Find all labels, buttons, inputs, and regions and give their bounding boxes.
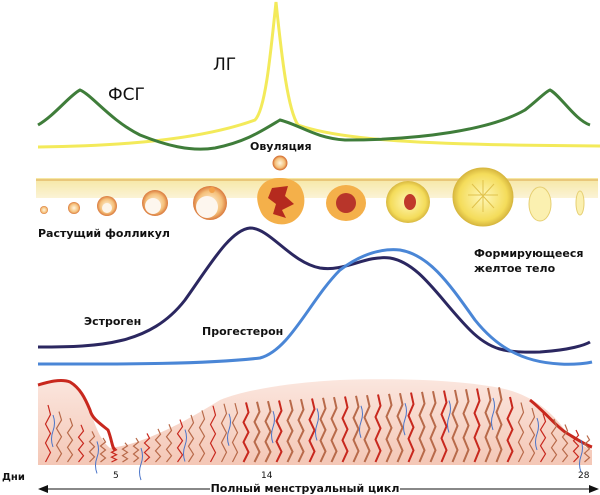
estrogen-label: Эстроген [84, 315, 141, 328]
endometrial-gland [231, 402, 239, 463]
endometrial-gland [583, 435, 591, 463]
endometrial-gland [143, 433, 151, 463]
cycle-label: Полный менструальный цикл [211, 482, 400, 495]
endometrial-gland [132, 437, 140, 463]
endometrial-vessel [491, 397, 495, 431]
follicle-stage-2 [68, 202, 80, 214]
endometrial-gland [572, 429, 580, 463]
endometrial-gland [561, 424, 569, 463]
forming-corpus-label-2: желтое тело [474, 262, 556, 275]
endometrial-gland [506, 396, 514, 463]
endometrial-gland [66, 418, 74, 463]
follicle-stage-1 [40, 206, 48, 214]
endometrial-gland [253, 401, 261, 463]
endometrial-gland [407, 392, 415, 463]
endometrial-gland [165, 423, 173, 463]
endometrial-gland [429, 391, 437, 463]
endometrial-gland [275, 400, 283, 463]
growing-follicle-label: Растущий фолликул [38, 227, 170, 240]
day-tick-5: 5 [113, 471, 119, 481]
endometrial-gland [308, 398, 316, 463]
progesterone-label: Прогестерон [202, 325, 283, 338]
endometrial-gland [121, 442, 129, 463]
endometrial-gland [385, 393, 393, 463]
corpus-regressing-2 [575, 190, 585, 216]
endometrial-gland [154, 428, 162, 463]
endometrial-gland [363, 394, 371, 463]
endometrial-vessel [315, 408, 319, 441]
endometrial-gland [176, 419, 184, 463]
endometrial-gland [396, 392, 404, 463]
endometrial-gland [209, 405, 217, 463]
endometrial-gland [297, 398, 305, 463]
forming-corpus-label-1: Формирующееся [474, 247, 583, 260]
endometrial-gland [99, 437, 107, 463]
endometrial-gland [495, 387, 503, 463]
ovulation-label: Овуляция [250, 140, 312, 153]
day-tick-28: 28 [578, 471, 590, 481]
endometrial-gland [341, 396, 349, 463]
released-ovum [272, 155, 288, 171]
days-label: Дни [2, 472, 25, 483]
endometrial-gland [220, 403, 228, 463]
day-tick-14: 14 [261, 471, 273, 481]
endometrial-gland [539, 413, 547, 463]
endometrium-tissue [38, 379, 592, 465]
endometrial-vessel [535, 417, 539, 451]
endometrial-gland [187, 414, 195, 463]
corpus-luteum [452, 167, 514, 227]
endometrial-gland [484, 387, 492, 463]
corpus-stage-1 [326, 185, 366, 221]
endometrial-vessel [403, 403, 407, 436]
endometrial-gland [462, 389, 470, 463]
follicle-stage-5 [193, 186, 227, 220]
endometrial-vessel [447, 400, 451, 433]
endometrial-gland [418, 391, 426, 463]
endometrial-gland [242, 402, 250, 463]
fsh-label: ФСГ [108, 85, 145, 105]
endometrial-gland [88, 431, 96, 463]
endometrial-gland [110, 446, 118, 463]
endometrial-vessel [227, 413, 231, 446]
endometrial-gland [451, 389, 459, 463]
corpus-stage-2 [386, 181, 430, 223]
endometrial-gland [473, 388, 481, 463]
ruptured-follicle [257, 177, 305, 225]
endometrial-vessel [359, 405, 363, 439]
endometrial-gland [517, 402, 525, 463]
follicle-stage-4 [142, 190, 168, 216]
endometrial-gland [374, 394, 382, 463]
endometrial-vessel [95, 441, 99, 474]
endometrial-vessel [51, 414, 55, 448]
fsh-curve [37, 88, 591, 151]
endometrial-gland [550, 418, 558, 463]
endometrium-surface [37, 379, 117, 452]
endometrial-gland [198, 410, 206, 463]
endometrial-gland [286, 399, 294, 463]
progesterone-curve [37, 248, 593, 366]
corpus-regressing-1 [528, 186, 552, 222]
endometrial-vessel [139, 447, 143, 481]
endometrial-gland [44, 404, 52, 463]
endometrial-gland [55, 411, 63, 463]
endometrial-vessel [271, 410, 275, 444]
endometrial-vessel [579, 439, 583, 473]
endometrial-gland [528, 407, 536, 463]
lh-label: ЛГ [213, 55, 236, 75]
endometrial-gland [330, 396, 338, 463]
endometrial-gland [440, 390, 448, 463]
endometrial-vessel [183, 429, 187, 462]
endometrial-glands [44, 387, 591, 481]
endometrial-gland [77, 424, 85, 463]
endometrial-gland [319, 397, 327, 463]
endometrial-gland [352, 395, 360, 463]
endometrial-gland [264, 400, 272, 463]
follicle-stage-3 [97, 196, 117, 216]
